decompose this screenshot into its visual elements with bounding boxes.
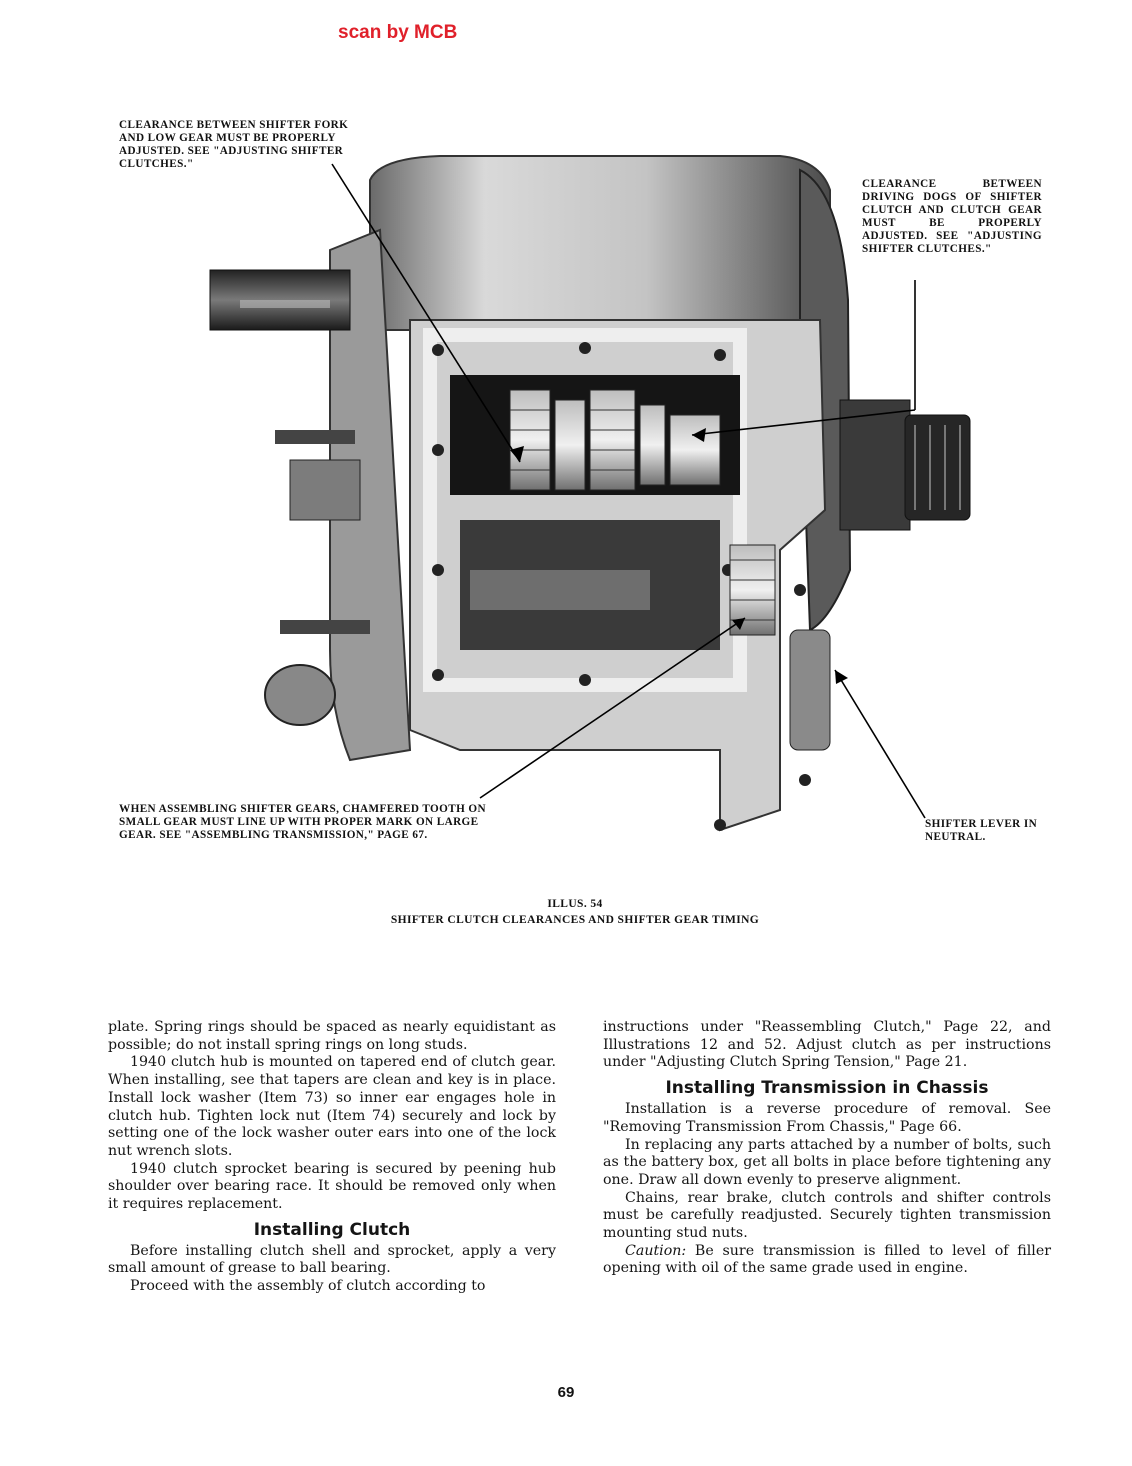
caption-number: ILLUS. 54: [547, 898, 603, 910]
callout-driving-dogs-clearance: CLEARANCE BETWEEN DRIVING DOGS OF SHIFTE…: [862, 178, 1042, 255]
figure-caption: ILLUS. 54 SHIFTER CLUTCH CLEARANCES AND …: [300, 896, 850, 928]
paragraph: plate. Spring rings should be spaced as …: [108, 1019, 556, 1053]
section-heading-installing-transmission: Installing Transmission in Chassis: [665, 1078, 989, 1099]
transmission-photo: [209, 155, 971, 832]
shifter-lever: [789, 629, 831, 751]
paragraph: Before installing clutch shell and sproc…: [108, 1242, 556, 1277]
paragraph: 1940 clutch sprocket bearing is secured …: [108, 1160, 556, 1213]
paragraph: Proceed with the assembly of clutch acco…: [130, 1278, 486, 1295]
paragraph: In replacing any parts attached by a num…: [603, 1136, 1051, 1188]
scan-credit: scan by MCB: [338, 22, 458, 43]
callout-fork-clearance: CLEARANCE BETWEEN SHIFTER FORK AND LOW G…: [119, 119, 349, 170]
caution-paragraph: Caution: Be sure transmission is filled …: [603, 1243, 1051, 1278]
page-number: 69: [557, 1384, 575, 1401]
left-column: plate. Spring rings should be spaced as …: [108, 1019, 556, 1296]
right-column: instructions under "Reassembling Clutch,…: [603, 1019, 1051, 1278]
caution-text: Be sure transmission is filled to level …: [603, 1242, 1051, 1277]
paragraph: Installation is a reverse procedure of r…: [603, 1101, 1051, 1135]
callout-chamfered-tooth: WHEN ASSEMBLING SHIFTER GEARS, CHAMFERED…: [119, 803, 486, 841]
shifter-gears: [509, 389, 721, 491]
caption-title: SHIFTER CLUTCH CLEARANCES AND SHIFTER GE…: [390, 914, 760, 926]
caution-label: Caution:: [625, 1242, 687, 1259]
section-heading-installing-clutch: Installing Clutch: [253, 1219, 411, 1240]
housing-drum: [369, 155, 831, 331]
callout-shifter-lever: SHIFTER LEVER IN NEUTRAL.: [925, 818, 1038, 843]
output-hub: [839, 399, 911, 531]
paragraph: instructions under "Reassembling Clutch,…: [603, 1019, 1051, 1071]
paragraph: 1940 clutch hub is mounted on tapered en…: [108, 1054, 556, 1159]
paragraph: Chains, rear brake, clutch controls and …: [603, 1189, 1051, 1242]
